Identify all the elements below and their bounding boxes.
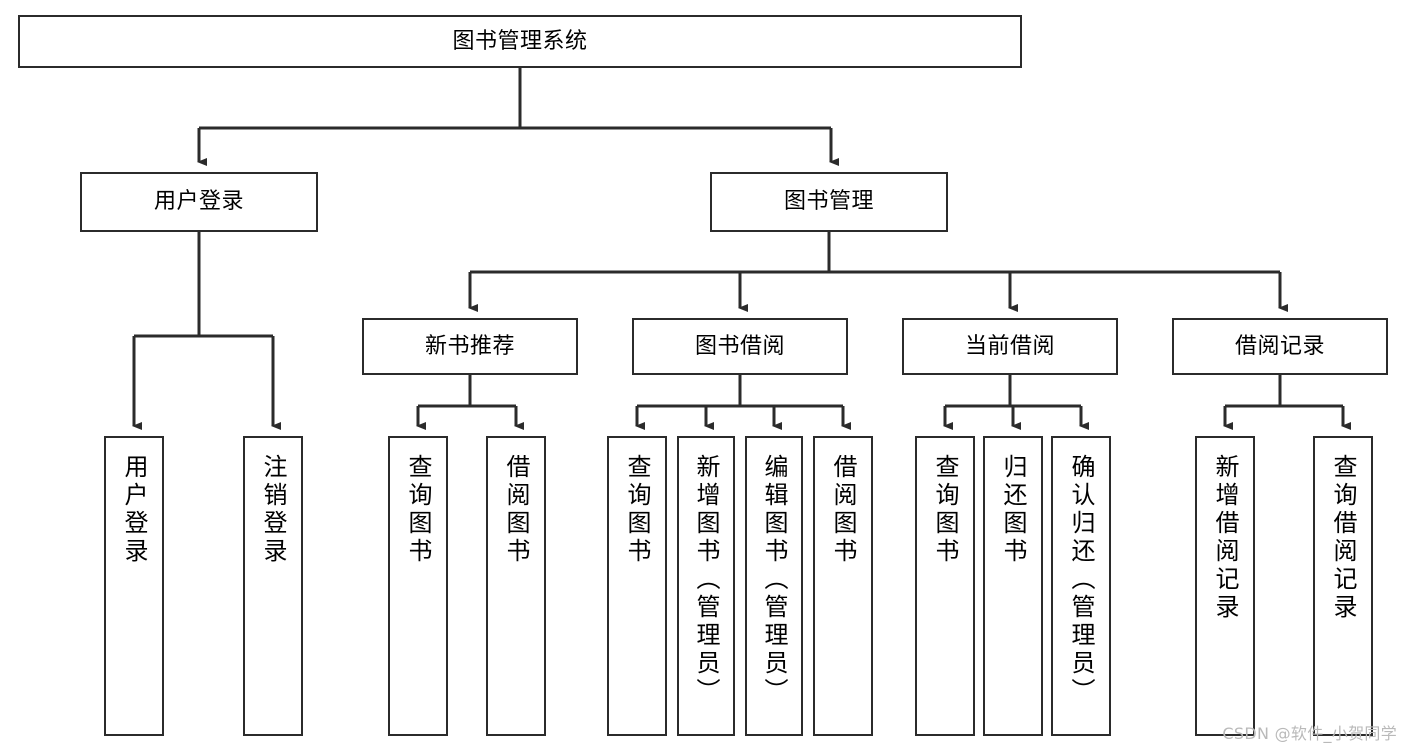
leaf-return-book-label: 归还图书 [999,454,1027,566]
leaf-confirm-return[interactable]: 确认归还（管理员） [1051,436,1111,736]
node-book-manage[interactable]: 图书管理 [710,172,948,232]
node-borrow-record-label: 借阅记录 [1234,333,1325,359]
node-current-borrow-label: 当前借阅 [964,333,1055,359]
leaf-query-book-1[interactable]: 查询图书 [388,436,448,736]
leaf-query-book-2[interactable]: 查询图书 [607,436,667,736]
leaf-confirm-return-label: 确认归还（管理员） [1067,454,1095,706]
leaf-borrow-book-2-label: 借阅图书 [829,454,857,566]
leaf-edit-book[interactable]: 编辑图书（管理员） [745,436,803,736]
leaf-user-login-label: 用户登录 [120,454,148,566]
leaf-user-logout[interactable]: 注销登录 [243,436,303,736]
leaf-user-login[interactable]: 用户登录 [104,436,164,736]
leaf-return-book[interactable]: 归还图书 [983,436,1043,736]
leaf-query-record-label: 查询借阅记录 [1329,454,1357,622]
node-current-borrow[interactable]: 当前借阅 [902,318,1118,375]
node-book-manage-label: 图书管理 [783,189,874,215]
leaf-edit-book-label: 编辑图书（管理员） [760,454,788,706]
leaf-query-book-1-label: 查询图书 [404,454,432,566]
leaf-add-book-label: 新增图书（管理员） [692,454,720,706]
leaf-add-book[interactable]: 新增图书（管理员） [677,436,735,736]
node-borrow-record[interactable]: 借阅记录 [1172,318,1388,375]
node-user-login-label: 用户登录 [153,189,244,215]
leaf-borrow-book-2[interactable]: 借阅图书 [813,436,873,736]
node-user-login[interactable]: 用户登录 [80,172,318,232]
leaf-borrow-book-1[interactable]: 借阅图书 [486,436,546,736]
leaf-query-book-3-label: 查询图书 [931,454,959,566]
node-root-label: 图书管理系统 [452,28,588,54]
leaf-user-logout-label: 注销登录 [259,454,287,566]
leaf-query-record[interactable]: 查询借阅记录 [1313,436,1373,736]
csdn-watermark: CSDN @软件_小贺同学 [1222,724,1397,743]
node-new-book-recommend[interactable]: 新书推荐 [362,318,578,375]
node-new-book-recommend-label: 新书推荐 [424,333,515,359]
leaf-add-record[interactable]: 新增借阅记录 [1195,436,1255,736]
leaf-add-record-label: 新增借阅记录 [1211,454,1239,622]
node-root[interactable]: 图书管理系统 [18,15,1022,68]
node-book-borrow-label: 图书借阅 [694,333,785,359]
leaf-query-book-2-label: 查询图书 [623,454,651,566]
leaf-query-book-3[interactable]: 查询图书 [915,436,975,736]
node-book-borrow[interactable]: 图书借阅 [632,318,848,375]
leaf-borrow-book-1-label: 借阅图书 [502,454,530,566]
